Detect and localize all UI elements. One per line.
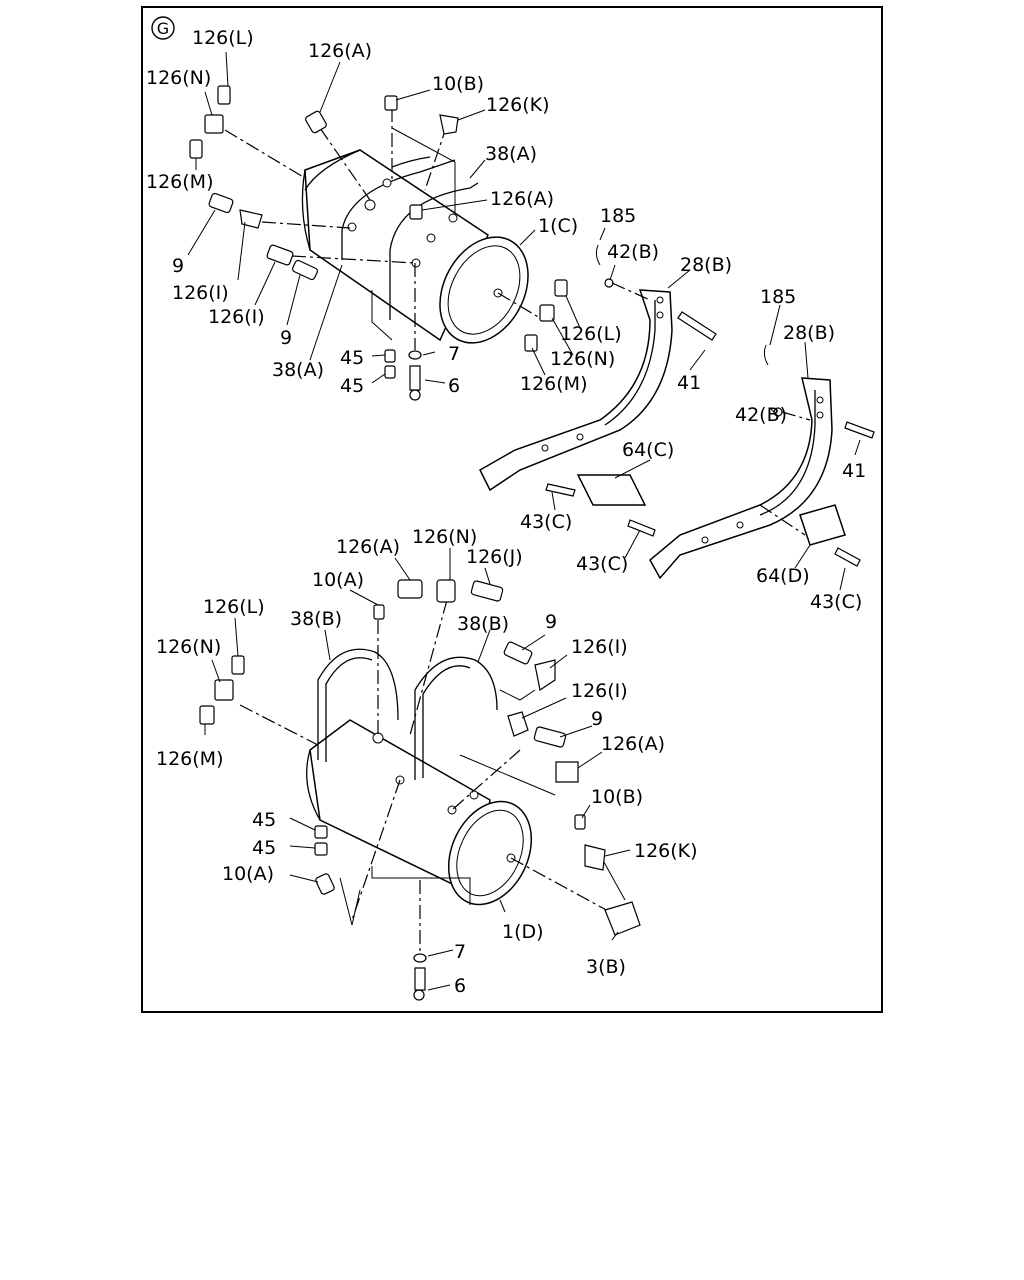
label-185-upper: 185	[600, 205, 636, 227]
leader-lines	[187, 51, 861, 991]
label-42b-right: 42(B)	[735, 404, 787, 426]
label-6-lower: 6	[454, 975, 466, 997]
label-28b-right: 28(B)	[783, 322, 835, 344]
label-9-upper-b: 9	[280, 327, 292, 349]
label-10a-lower: 10(A)	[222, 863, 274, 885]
label-126a-top: 126(A)	[308, 40, 372, 62]
label-45-lower-b: 45	[252, 837, 276, 859]
label-126l-lower: 126(L)	[203, 596, 265, 618]
label-126i-lower-a: 126(I)	[571, 636, 628, 658]
label-9-lower-b: 9	[591, 708, 603, 730]
label-43c-a: 43(C)	[520, 511, 572, 533]
label-45-upper-b: 45	[340, 375, 364, 397]
label-43c-c: 43(C)	[810, 591, 862, 613]
label-126n-lower-top: 126(N)	[412, 526, 477, 548]
label-126n-lower: 126(N)	[156, 636, 221, 658]
label-9-lower-a: 9	[545, 611, 557, 633]
label-43c-b: 43(C)	[576, 553, 628, 575]
bracket-assembly	[479, 244, 875, 580]
label-45-upper-a: 45	[340, 347, 364, 369]
label-10b-top: 10(B)	[432, 73, 484, 95]
label-38b-right: 38(B)	[457, 613, 509, 635]
label-10a-lower-top: 10(A)	[312, 569, 364, 591]
label-126k-top: 126(K)	[486, 94, 550, 116]
label-42b-upper: 42(B)	[607, 241, 659, 263]
label-41-right: 41	[842, 460, 866, 482]
label-126a-lower-top: 126(A)	[336, 536, 400, 558]
lower-air-tank	[199, 579, 641, 1001]
label-7-upper: 7	[448, 343, 460, 365]
label-3b: 3(B)	[586, 956, 626, 978]
label-126a-mid: 126(A)	[490, 188, 554, 210]
label-45-lower-a: 45	[252, 809, 276, 831]
label-64c: 64(C)	[622, 439, 674, 461]
label-38a-bottom: 38(A)	[272, 359, 324, 381]
label-126l-top: 126(L)	[192, 27, 254, 49]
upper-air-tank	[189, 85, 568, 401]
label-1d: 1(D)	[502, 921, 544, 943]
label-126i-lower-b: 126(I)	[571, 680, 628, 702]
part-labels: 126(L) 126(A) 126(N) 10(B) 126(K) 38(A) …	[146, 27, 866, 997]
label-126k-lower: 126(K)	[634, 840, 698, 862]
label-126i-upper-a: 126(I)	[172, 282, 229, 304]
label-126m-right: 126(M)	[520, 373, 587, 395]
label-6-upper: 6	[448, 375, 460, 397]
label-126m-lower: 126(M)	[156, 748, 223, 770]
label-10b-lower: 10(B)	[591, 786, 643, 808]
label-126j: 126(J)	[466, 546, 523, 568]
label-38a-top: 38(A)	[485, 143, 537, 165]
label-7-lower: 7	[454, 941, 466, 963]
label-9-upper-a: 9	[172, 255, 184, 277]
label-126i-upper-b: 126(I)	[208, 306, 265, 328]
group-symbol: G	[151, 16, 175, 40]
label-126a-lower: 126(A)	[601, 733, 665, 755]
label-126l-right: 126(L)	[560, 323, 622, 345]
label-38b-left: 38(B)	[290, 608, 342, 630]
diagram-frame	[141, 6, 883, 1013]
label-64d: 64(D)	[756, 565, 810, 587]
label-1c: 1(C)	[538, 215, 578, 237]
label-41-upper: 41	[677, 372, 701, 394]
svg-text:G: G	[157, 19, 169, 38]
label-126n-top: 126(N)	[146, 67, 211, 89]
label-28b-upper: 28(B)	[680, 254, 732, 276]
label-185-right: 185	[760, 286, 796, 308]
label-126n-right: 126(N)	[550, 348, 615, 370]
label-126m-top: 126(M)	[146, 171, 213, 193]
